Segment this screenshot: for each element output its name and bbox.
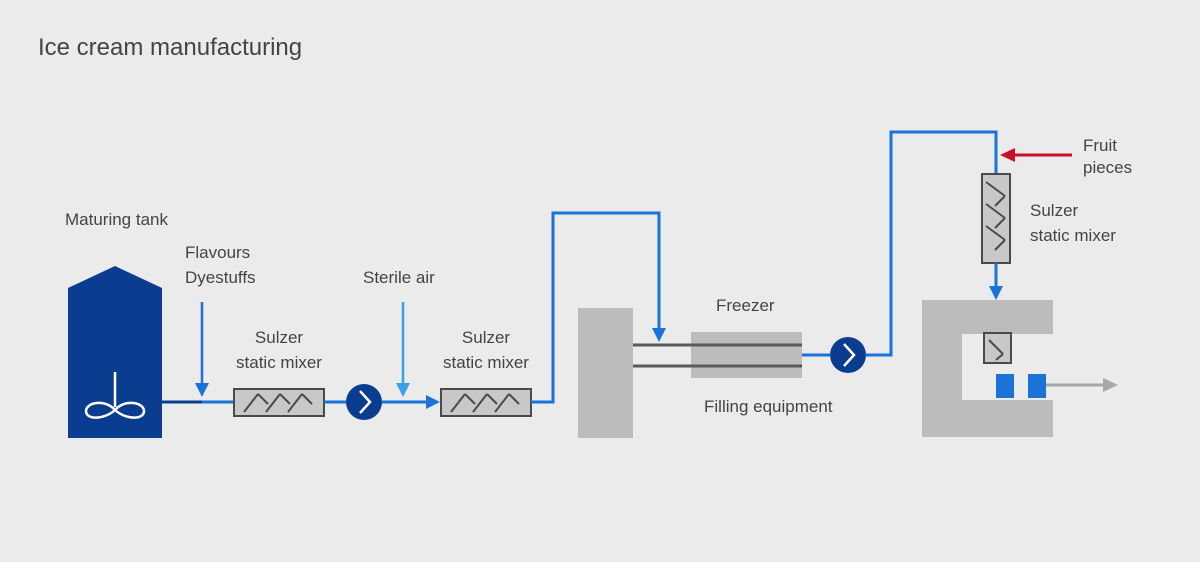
- filling-machine-icon: [922, 300, 1053, 437]
- filling-equipment-label: Filling equipment: [704, 397, 833, 416]
- mixer3-label-line2: static mixer: [1030, 226, 1116, 245]
- output-arrow: [1046, 378, 1118, 392]
- mixer1-label-line2: static mixer: [236, 353, 322, 372]
- pump-icon: [346, 384, 382, 420]
- fruit-pieces-arrow: [1000, 148, 1072, 162]
- freezer-icon: [578, 308, 802, 438]
- static-mixer-icon: [233, 388, 325, 417]
- freezer-label: Freezer: [716, 296, 775, 315]
- dyestuffs-label: Dyestuffs: [185, 268, 256, 287]
- sterile-air-arrow: [396, 302, 410, 397]
- mixer1-label-line1: Sulzer: [254, 328, 304, 347]
- flavours-label: Flavours: [185, 243, 251, 262]
- static-mixer-icon: [981, 173, 1011, 264]
- maturing-tank-label: Maturing tank: [65, 210, 168, 229]
- product-line-4: [531, 211, 661, 404]
- flavours-arrow: [195, 302, 209, 397]
- static-mixer-icon: [440, 388, 532, 417]
- pump-icon: [830, 337, 866, 373]
- agitator-icon: [84, 372, 146, 419]
- mixer3-label-line1: Sulzer: [1030, 201, 1079, 220]
- mixer2-label-line1: Sulzer: [461, 328, 511, 347]
- fruit-label-line2: pieces: [1083, 158, 1133, 177]
- sterile-air-label: Sterile air: [363, 268, 435, 287]
- product-block: [996, 374, 1014, 398]
- fruit-label-line1: Fruit: [1083, 136, 1117, 155]
- mixer2-label-line2: static mixer: [443, 353, 529, 372]
- maturing-tank-icon: [68, 266, 162, 438]
- page-title: Ice cream manufacturing: [38, 34, 303, 61]
- product-line-6: [866, 130, 998, 357]
- product-block: [1028, 374, 1046, 398]
